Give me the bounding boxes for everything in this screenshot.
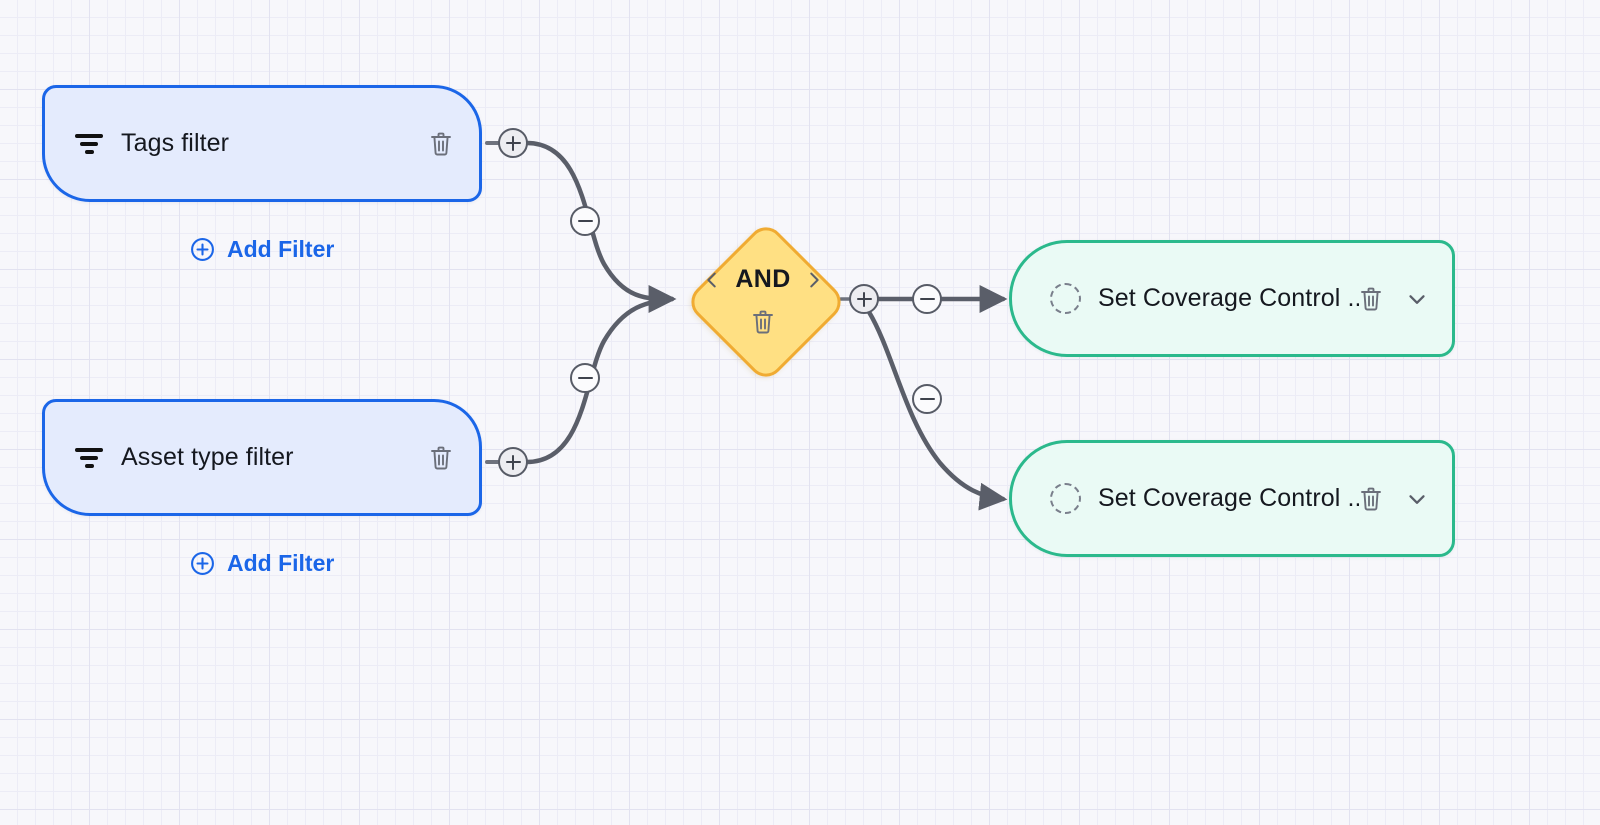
action-node-set-coverage-control-2[interactable]: Set Coverage Control ...	[1009, 440, 1455, 557]
filter-node-label: Tags filter	[121, 129, 230, 157]
add-filter-label: Add Filter	[227, 550, 335, 576]
action-node-set-coverage-control-1[interactable]: Set Coverage Control ...	[1009, 240, 1455, 357]
add-filter-label: Add Filter	[227, 236, 335, 262]
add-filter-button-tags[interactable]: Add Filter	[190, 236, 334, 263]
trash-icon[interactable]	[751, 309, 775, 336]
chevron-left-icon[interactable]	[701, 267, 723, 293]
dashed-circle-icon	[1050, 483, 1081, 514]
remove-edge-and-to-action-1[interactable]	[912, 284, 942, 314]
filter-node-label: Asset type filter	[121, 443, 294, 471]
plus-circle-icon	[190, 551, 215, 576]
remove-edge-and-to-action-2[interactable]	[912, 384, 942, 414]
logic-node-label: AND	[735, 265, 791, 293]
filter-node-asset-type[interactable]: Asset type filter	[42, 399, 482, 516]
trash-icon[interactable]	[1359, 485, 1383, 512]
chevron-right-icon[interactable]	[803, 267, 825, 293]
trash-icon[interactable]	[429, 444, 453, 471]
plus-circle-icon	[190, 237, 215, 262]
add-filter-button-asset-type[interactable]: Add Filter	[190, 550, 334, 577]
remove-edge-tags-filter-to-and[interactable]	[570, 206, 600, 236]
filter-funnel-icon	[75, 133, 103, 155]
add-edge-from-asset-type-filter[interactable]	[498, 447, 528, 477]
trash-icon[interactable]	[429, 130, 453, 157]
add-edge-from-tags-filter[interactable]	[498, 128, 528, 158]
action-node-label: Set Coverage Control ...	[1098, 284, 1359, 312]
dashed-circle-icon	[1050, 283, 1081, 314]
logic-node-and[interactable]: AND	[683, 219, 849, 385]
remove-edge-asset-type-filter-to-and[interactable]	[570, 363, 600, 393]
filter-funnel-icon	[75, 447, 103, 469]
action-node-label: Set Coverage Control ...	[1098, 484, 1359, 512]
add-edge-from-and[interactable]	[849, 284, 879, 314]
trash-icon[interactable]	[1359, 285, 1383, 312]
chevron-down-icon[interactable]	[1404, 486, 1430, 512]
chevron-down-icon[interactable]	[1404, 286, 1430, 312]
filter-node-tags[interactable]: Tags filter	[42, 85, 482, 202]
